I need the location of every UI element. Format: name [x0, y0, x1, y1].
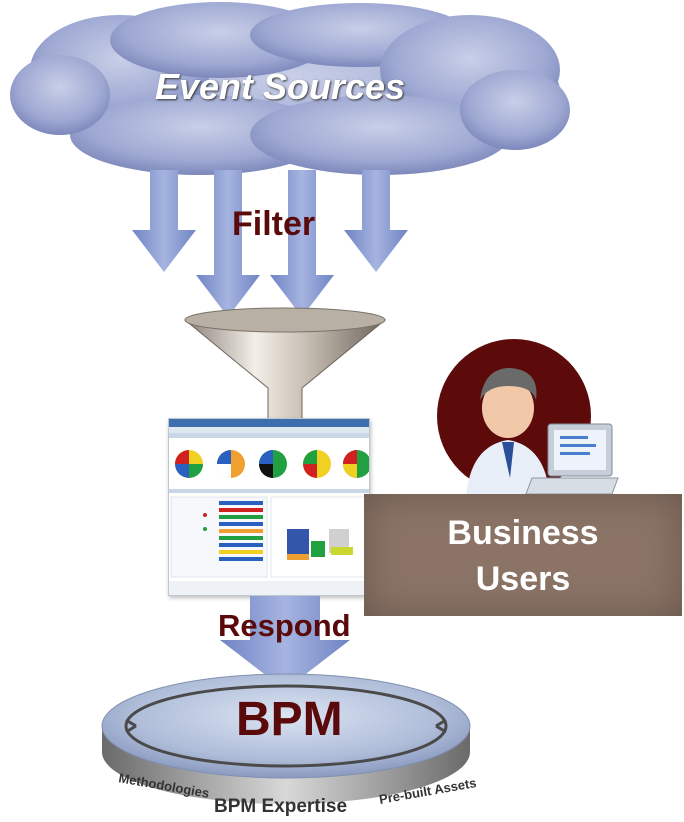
gauge-row: [175, 450, 371, 478]
ring-label-center: BPM Expertise: [214, 796, 347, 817]
arrow-2: [196, 170, 260, 317]
arrow-3: [270, 170, 334, 317]
bar-chart-3d: [270, 496, 368, 578]
cloud-title: Event Sources: [154, 66, 406, 107]
respond-arrow: [220, 596, 350, 690]
filter-label: Filter: [232, 205, 316, 243]
bpm-platform-disc: Methodologies BPM Expertise Pre-built As…: [101, 673, 476, 817]
funnel-icon: [183, 307, 387, 433]
arrow-1: [132, 170, 196, 272]
bpm-title: BPM: [236, 693, 343, 746]
event-arrows: [132, 170, 408, 317]
arrow-4: [344, 170, 408, 272]
respond-label: Respond: [218, 608, 351, 643]
dashboard-screenshot: [168, 418, 371, 596]
business-users-box: [364, 494, 682, 616]
business-user-avatar: [437, 339, 619, 498]
business-users-label: Business Users: [364, 510, 682, 602]
business-users-line2: Users: [475, 560, 571, 598]
business-users-line1: Business: [447, 514, 599, 552]
table-left: [170, 496, 268, 578]
event-sources-cloud: [10, 2, 570, 175]
